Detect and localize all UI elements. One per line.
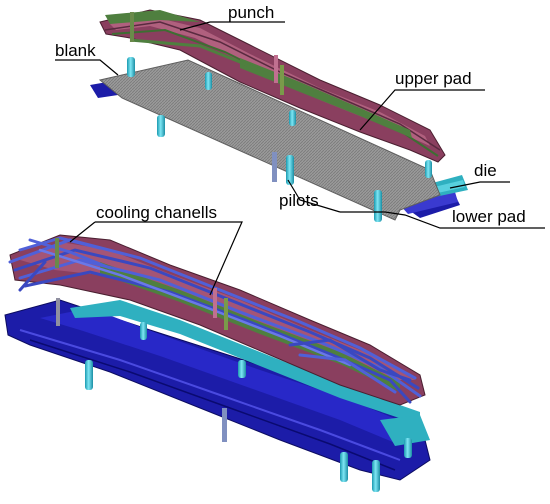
upper-pad-leader [359,89,485,131]
guide-pin [274,55,278,83]
blank-leader [55,59,119,76]
punch-leader [179,21,285,31]
pilot-cylinder [340,452,348,482]
cooling-leader-left [69,221,96,243]
label-punch: punch [228,3,274,22]
pilot-cylinder [404,438,412,458]
guide-pin [224,298,228,330]
guide-pin [56,298,60,326]
guide-pin [213,288,217,318]
pilot-cylinder [374,190,382,222]
lower-die-body [4,299,431,481]
cooling-channels [8,236,422,404]
label-lower-pad: lower pad [452,207,526,226]
label-pilots: pilots [279,191,319,210]
blank-sheet [98,59,441,221]
pilot-cylinder [127,57,135,77]
leader-lines [55,21,545,296]
pilots-leader [340,211,545,229]
label-die: die [474,161,497,180]
pilot-cylinder [425,160,432,178]
lower-assembly [4,234,431,492]
label-cooling-channels: cooling chanells [96,203,217,222]
pilots-leader-left [287,179,341,213]
guide-pin [272,152,277,182]
pilot-cylinder [157,115,165,137]
cooling-leader [95,221,243,296]
pilot-cylinder [140,322,147,340]
pilot-cylinder [372,460,380,492]
pilot-cylinder [286,155,294,185]
label-blank: blank [55,41,96,60]
labels: punch blank upper pad die pilots lower p… [55,3,526,226]
upper-assembly [90,9,468,222]
pilot-cylinder [289,110,296,126]
pilot-cylinder [85,360,93,390]
die-plate [70,300,430,446]
pilot-cylinder [238,360,246,378]
label-upper-pad: upper pad [395,69,472,88]
pilot-cylinder [205,72,212,90]
guide-pin [130,12,134,42]
die-leader [449,181,510,189]
guide-pin [55,238,59,268]
guide-pin [280,65,284,95]
guide-pin [222,408,227,442]
